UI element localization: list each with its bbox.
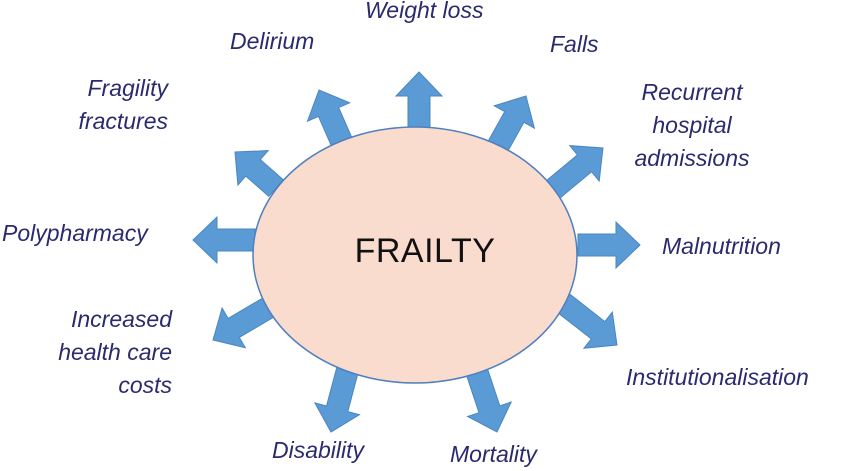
arrow-group [192,71,641,433]
arrow-institutionalisation [554,292,618,349]
arrow-polypharmacy [192,215,256,265]
arrow-increased-health-care-costs [212,295,278,349]
arrow-disability [313,364,361,433]
outcome-recurrent-hospital-admissions: Recurrent hospital admissions [634,79,750,171]
outcome-increased-health-care-costs: Increased health care costs [58,306,172,398]
arrow-weight-loss [394,71,444,131]
frailty-ellipse [252,126,578,384]
outcome-falls: Falls [550,31,599,57]
arrow-recurrent-hospital-admissions [542,145,604,202]
arrow-mortality [465,367,513,433]
center-label: FRAILTY [354,232,496,270]
outcome-weight-loss: Weight loss [365,0,484,23]
arrow-fragility-fractures [234,150,285,198]
outcome-delirium: Delirium [230,28,315,54]
outcome-polypharmacy: Polypharmacy [2,220,148,246]
outcome-mortality: Mortality [450,441,537,467]
outcome-institutionalisation: Institutionalisation [626,364,809,390]
arrow-falls [486,95,536,155]
outcome-malnutrition: Malnutrition [662,233,781,259]
arrow-delirium [306,89,354,151]
outcome-disability: Disability [272,437,365,463]
arrow-malnutrition [577,220,641,270]
outcome-fragility-fractures: Fragility fractures [78,75,168,134]
